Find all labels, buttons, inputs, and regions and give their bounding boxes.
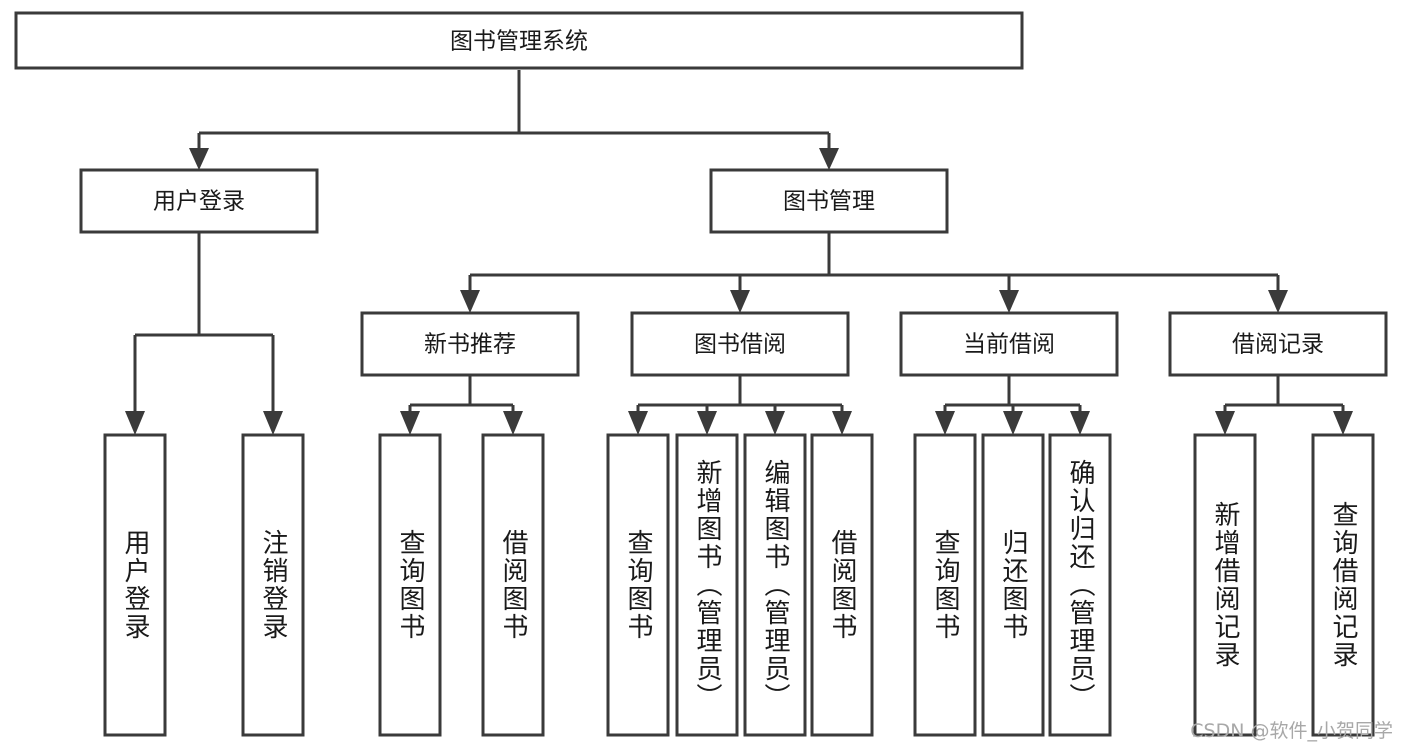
- connector-group-root: [189, 70, 839, 170]
- arrow-head-leaf-logout: [263, 411, 283, 435]
- node-new-book-rec-label: 新书推荐: [424, 332, 516, 358]
- node-leaf-borrow-book-2[interactable]: [810, 433, 874, 737]
- connector-group-book-manage: [460, 232, 1288, 313]
- node-leaf-add-book[interactable]: [675, 433, 739, 737]
- connector-group-current-borrow: [935, 375, 1090, 435]
- node-leaf-query-book-2[interactable]: [606, 433, 670, 737]
- arrow-head-leaf-add-book: [697, 411, 717, 435]
- arrow-head-leaf-edit-book: [765, 411, 785, 435]
- arrow-head-borrow-record: [1268, 290, 1288, 313]
- arrow-head-leaf-query-book-1: [400, 411, 420, 435]
- node-root[interactable]: [14, 11, 1024, 70]
- arrow-head-book-manage: [819, 148, 839, 170]
- node-new-book-rec[interactable]: [360, 311, 580, 377]
- node-book-manage-label: 图书管理: [783, 189, 875, 215]
- arrow-head-leaf-return-book: [1003, 411, 1023, 435]
- node-user-login-label: 用户登录: [153, 189, 245, 215]
- node-leaf-confirm-return[interactable]: [1048, 433, 1112, 737]
- connector-group-new-book-rec: [400, 375, 523, 435]
- watermark-text: CSDN @软件_小贺同学: [1190, 720, 1393, 742]
- arrow-head-current-borrow: [999, 290, 1019, 313]
- arrow-head-leaf-query-book-3: [935, 411, 955, 435]
- node-leaf-add-record[interactable]: [1193, 433, 1257, 737]
- arrow-head-new-book-rec: [460, 290, 480, 313]
- connector-group-borrow-record: [1215, 375, 1353, 435]
- node-user-login[interactable]: [79, 168, 319, 234]
- node-book-manage[interactable]: [709, 168, 949, 234]
- node-borrow-record[interactable]: [1168, 311, 1388, 377]
- connector-group-book-borrow: [628, 375, 852, 435]
- connector-group-user-login: [125, 232, 283, 435]
- arrow-head-user-login: [189, 148, 209, 170]
- node-root-label: 图书管理系统: [450, 29, 588, 55]
- node-leaf-edit-book[interactable]: [743, 433, 807, 737]
- node-leaf-logout[interactable]: [241, 433, 305, 737]
- node-leaf-return-book[interactable]: [981, 433, 1045, 737]
- node-book-borrow[interactable]: [630, 311, 850, 377]
- arrow-head-leaf-add-record: [1215, 411, 1235, 435]
- node-leaf-borrow-book-1[interactable]: [481, 433, 545, 737]
- arrow-head-leaf-borrow-book-2: [832, 411, 852, 435]
- arrow-head-book-borrow: [730, 290, 750, 313]
- node-leaf-query-book-1[interactable]: [378, 433, 442, 737]
- arrow-head-leaf-query-book-2: [628, 411, 648, 435]
- arrow-head-leaf-borrow-book-1: [503, 411, 523, 435]
- node-leaf-query-record[interactable]: [1311, 433, 1375, 737]
- node-borrow-record-label: 借阅记录: [1232, 332, 1324, 358]
- node-current-borrow[interactable]: [899, 311, 1119, 377]
- arrow-head-leaf-user-login: [125, 411, 145, 435]
- node-leaf-query-book-3[interactable]: [913, 433, 977, 737]
- arrow-head-leaf-confirm-return: [1070, 411, 1090, 435]
- node-book-borrow-label: 图书借阅: [694, 332, 786, 358]
- arrow-head-leaf-query-record: [1333, 411, 1353, 435]
- node-leaf-user-login[interactable]: [103, 433, 167, 737]
- node-current-borrow-label: 当前借阅: [963, 332, 1055, 358]
